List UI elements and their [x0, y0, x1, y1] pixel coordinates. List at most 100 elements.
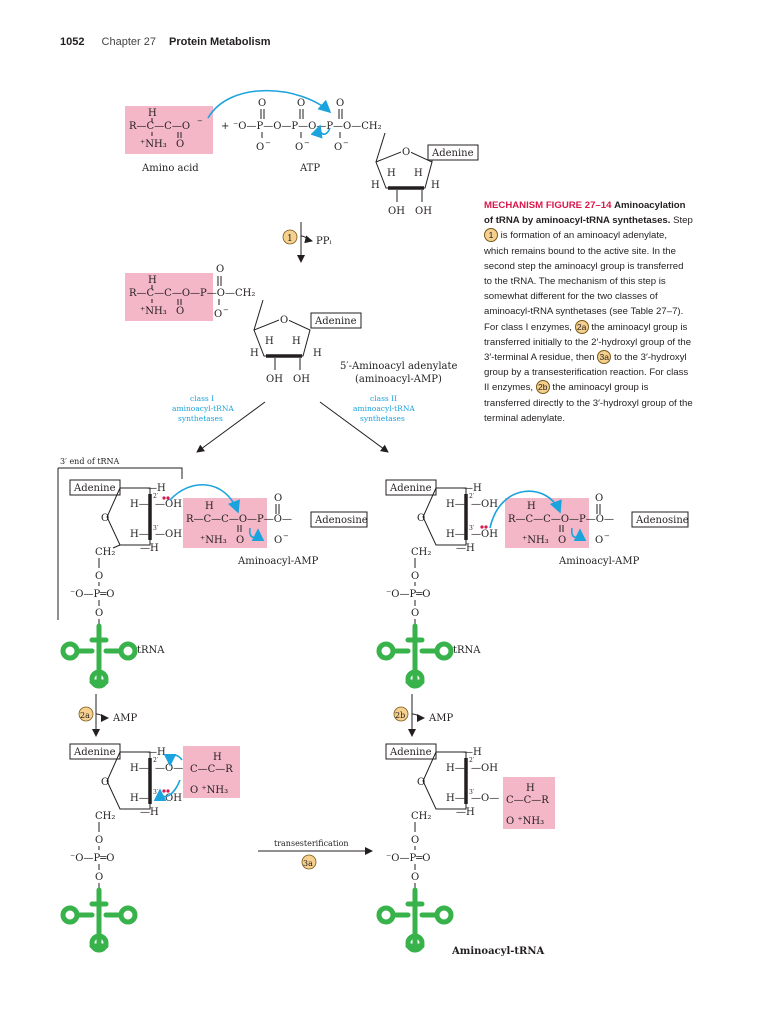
adenine-label-mid: Adenine: [314, 316, 357, 327]
caption-title-2: of tRNA by aminoacyl-tRNA synthetases.: [484, 215, 671, 227]
amp-label-left: AMP: [112, 713, 137, 724]
svg-text:⁺NH₃: ⁺NH₃: [522, 535, 549, 546]
caption-seg3: the aminoacyl group is transferred initi…: [484, 321, 692, 364]
svg-text:+: +: [221, 121, 229, 132]
svg-text:synthetases: synthetases: [178, 414, 223, 423]
class1-label: class I aminoacyl-tRNA synthetases: [172, 394, 234, 423]
svg-text:CH₂: CH₂: [95, 811, 115, 822]
aminoacyl-amp-left: H R—C—C—O—P—O— ⁺NH₃ O O O−: [186, 493, 292, 546]
svg-text:3′: 3′: [469, 525, 475, 532]
svg-text:H: H: [313, 348, 322, 359]
svg-text:aminoacyl-tRNA: aminoacyl-tRNA: [172, 404, 234, 413]
acyl-group-bl: H C—C—R O ⁺NH₃: [190, 752, 233, 796]
class2-label: class II aminoacyl-tRNA synthetases: [353, 394, 415, 423]
figure-label: MECHANISM FIGURE 27–14: [484, 200, 612, 211]
ribose-ring-top: O H H H H OH OH: [371, 132, 440, 217]
svg-text:H: H: [148, 108, 157, 119]
atp-label: ATP: [299, 163, 320, 174]
trna-end-label: 3′ end of tRNA: [60, 457, 120, 466]
svg-text:H: H: [414, 168, 423, 179]
adenosine-box-left: [310, 511, 368, 528]
ribose-ring-bl: O H— H— —H —H 2′ 3′ —O— —OH CH₂ O ⁻O—P═O…: [70, 747, 183, 890]
svg-text:—OH: —OH: [471, 763, 498, 774]
svg-text:class II: class II: [370, 394, 397, 403]
step-3a-circle: [301, 854, 317, 870]
svg-text:O: O: [95, 571, 103, 582]
transfer-arrow-bl: [153, 779, 181, 802]
svg-text:H: H: [371, 180, 380, 191]
trna-end-bracket: [58, 467, 183, 479]
svg-text:O: O: [256, 142, 264, 153]
adenosine-box-right: [631, 511, 689, 528]
svg-text:—H: —H: [463, 483, 482, 494]
trna-cloverleaf-left: [60, 623, 138, 689]
svg-text:H—: H—: [446, 763, 465, 774]
caption-seg5: the aminoacyl group is transferred direc…: [484, 382, 693, 424]
adenine-label-top: Adenine: [431, 148, 474, 159]
svg-text:O ⁺NH₃: O ⁺NH₃: [190, 785, 228, 796]
svg-text:H—: H—: [130, 793, 149, 804]
svg-text:⁻O—P═O: ⁻O—P═O: [70, 853, 114, 864]
caption-seg4: to the 3′-hydroxyl group by a transester…: [484, 352, 689, 394]
svg-text:O: O: [402, 147, 410, 158]
amino-acid-label: Amino acid: [141, 163, 199, 174]
svg-text:CH₂: CH₂: [411, 811, 431, 822]
adenosine-label-right: Adenosine: [635, 515, 689, 526]
svg-text:—H: —H: [463, 747, 482, 758]
svg-text:3′: 3′: [469, 789, 475, 796]
svg-text:C—C—R: C—C—R: [190, 764, 233, 775]
caption-title-1: Aminoacylation: [614, 200, 686, 211]
page-number: 1052: [60, 36, 85, 48]
svg-text:O: O: [176, 139, 184, 150]
svg-text:⁺NH₃: ⁺NH₃: [140, 139, 167, 150]
svg-text:⁻O—P—O—P—O—P—O—CH₂: ⁻O—P—O—P—O—P—O—CH₂: [233, 121, 382, 132]
svg-text:C—C—R: C—C—R: [506, 795, 549, 806]
svg-text:−: −: [604, 532, 610, 540]
svg-text:H: H: [431, 180, 440, 191]
chapter-label: Chapter 27: [101, 36, 156, 48]
aminoacyl-amp-right: H R—C—C—O—P—O— ⁺NH₃ O O O−: [508, 493, 614, 546]
step-2a-badge: 2a: [574, 319, 589, 334]
class2-arrow: [319, 401, 389, 453]
aminoacyl-adenylate-structure: H R—C—C—O—P—O—CH₂ ⁺NH₃ O O O−: [129, 264, 255, 320]
svg-text:H: H: [148, 275, 157, 286]
adenylate-label-2: (aminoacyl-AMP): [355, 374, 442, 385]
svg-text:H: H: [250, 348, 259, 359]
svg-text:R—C—C—O: R—C—C—O: [129, 121, 190, 132]
svg-text:O: O: [295, 142, 303, 153]
svg-text:2′: 2′: [153, 493, 159, 500]
amino-acid-highlight: [125, 106, 213, 154]
ribose-ring-left: O H— H— —H —H 2′ 3′ —OH —OH CH₂ O ⁻O—P═O…: [70, 483, 182, 626]
adenine-box-top: [427, 144, 479, 161]
svg-text:—H: —H: [456, 543, 475, 554]
svg-text:O: O: [334, 142, 342, 153]
svg-text:O: O: [411, 571, 419, 582]
svg-text:O: O: [336, 98, 344, 109]
transesterification-label: transesterification: [274, 839, 349, 848]
amp-label-right: AMP: [428, 713, 453, 724]
aminoacyl-amp-label-left: Aminoacyl-AMP: [237, 556, 319, 567]
svg-text:H—: H—: [130, 499, 149, 510]
svg-text:H: H: [265, 336, 274, 347]
ribose-ring-right: O H— H— —H —H 2′ 3′ —OH —OH CH₂ O ⁻O—P═O…: [386, 483, 498, 626]
svg-text:O: O: [95, 835, 103, 846]
svg-text:−: −: [223, 306, 229, 314]
adenine-label-right: Adenine: [389, 483, 432, 494]
step-2b-circle: [393, 706, 409, 722]
svg-text:CH₂: CH₂: [95, 547, 115, 558]
svg-text:—O—: —O—: [471, 793, 499, 804]
svg-text:O: O: [274, 493, 282, 504]
svg-text:O: O: [95, 872, 103, 883]
svg-text:—OH: —OH: [471, 499, 498, 510]
aminoacyl-highlight: [125, 273, 213, 321]
step-2b-badge: 2b: [535, 380, 550, 395]
svg-text:O: O: [417, 513, 425, 524]
svg-text:H—: H—: [130, 529, 149, 540]
svg-text:O: O: [595, 535, 603, 546]
step-2a-circle: [78, 706, 94, 722]
atp-structure: + ⁻O—P—O—P—O—P—O—CH₂ O O O O− O− O−: [221, 98, 382, 153]
svg-text:H: H: [527, 501, 536, 512]
trna-cloverleaf-br: [376, 887, 454, 953]
step-2a-text: 2a: [80, 711, 90, 720]
step-1-circle: [282, 229, 298, 245]
